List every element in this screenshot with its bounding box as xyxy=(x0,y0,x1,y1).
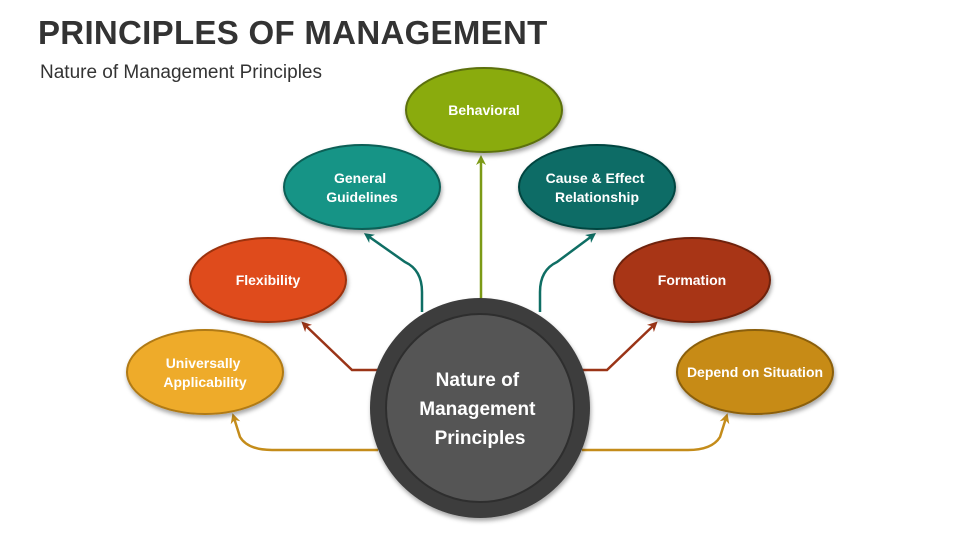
node-formation xyxy=(613,237,771,323)
page-subtitle: Nature of Management Principles xyxy=(40,62,322,83)
node-flexibility-label: Flexibility xyxy=(236,272,301,288)
connector-universally-applicability xyxy=(230,413,378,452)
center-hub xyxy=(370,298,590,518)
node-general-guidelines-label: General Guidelines xyxy=(326,170,398,205)
connector-general-guidelines xyxy=(363,233,424,312)
node-cause-effect xyxy=(518,144,676,230)
node-formation-label: Formation xyxy=(658,272,726,288)
node-universally-applicability-label: Universally Applicability xyxy=(163,355,246,390)
connector-flexibility xyxy=(301,321,380,372)
node-flexibility xyxy=(189,237,347,323)
node-general-guidelines xyxy=(283,144,441,230)
node-universally-applicability xyxy=(126,329,284,415)
page-title: PRINCIPLES OF MANAGEMENT xyxy=(38,14,548,51)
node-behavioral-label: Behavioral xyxy=(448,102,520,118)
node-depend-on-situation xyxy=(676,329,834,415)
node-behavioral xyxy=(405,67,563,153)
node-cause-effect-label: Cause & Effect Relationship xyxy=(546,170,649,205)
connector-formation xyxy=(580,321,658,372)
node-depend-on-situation-label: Depend on Situation xyxy=(687,364,823,380)
connectors xyxy=(230,155,730,452)
connector-depend-on-situation xyxy=(582,413,730,452)
center-hub-label: Nature of Management Principles xyxy=(419,370,540,449)
connector-cause-effect xyxy=(538,233,597,312)
